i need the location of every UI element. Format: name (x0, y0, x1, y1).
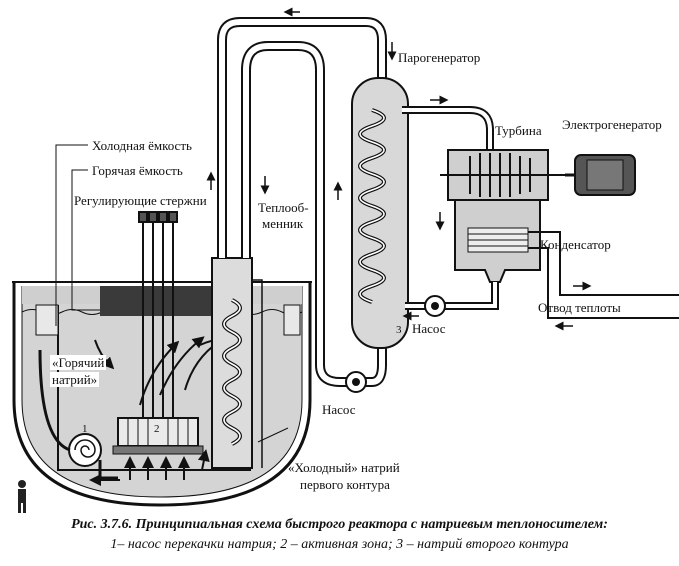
label-control-rods: Регулирующие стержни (74, 193, 207, 208)
label-heat-removal: Отвод теплоты (538, 300, 621, 315)
operator-figure (18, 480, 26, 513)
label-heat-exchanger-1: Теплооб- (258, 200, 309, 215)
label-cold-sodium-1: «Холодный» натрий (288, 460, 400, 475)
label-hot-tank: Горячая ёмкость (92, 163, 183, 178)
leader-lines (55, 144, 289, 443)
flow-arrows (206, 7, 592, 331)
feedwater-pump (424, 295, 446, 317)
label-pump-bottom: Насос (322, 402, 356, 417)
label-condenser: Конденсатор (540, 237, 611, 252)
marker-secondary-sodium: 3 (396, 324, 402, 336)
intermediate-heat-exchanger (211, 257, 263, 469)
marker-pump: 1 (82, 423, 88, 435)
steam-generator (351, 77, 409, 349)
steam-line (402, 106, 494, 150)
secondary-pump (345, 371, 367, 393)
label-heat-exchanger-2: менник (262, 216, 304, 231)
label-cold-sodium-2: первого контура (300, 477, 390, 492)
electric-generator (565, 154, 636, 196)
label-hot-sodium-2: натрий» (50, 372, 100, 387)
condenser (454, 199, 541, 283)
label-pump-right: Насос (412, 321, 446, 336)
turbine (440, 149, 575, 201)
label-cold-tank: Холодная ёмкость (92, 138, 192, 153)
sodium-pump-1 (38, 349, 118, 480)
marker-core: 2 (154, 423, 160, 435)
active-core (112, 417, 204, 455)
feedwater-line (405, 282, 499, 310)
label-hot-sodium-1: «Горячий (50, 355, 107, 370)
label-turbine: Турбина (495, 123, 542, 138)
secondary-loop-piping (217, 17, 387, 387)
upper-sodium-layer (100, 286, 212, 316)
core-flow-arrows (89, 333, 238, 486)
figure-caption-legend: 1– насос перекачки натрия; 2 – активная … (110, 537, 569, 552)
label-steam-generator: Парогенератор (398, 50, 481, 65)
label-electric-generator: Электрогенератор (562, 117, 662, 132)
heat-removal-lines (528, 231, 679, 319)
figure-caption-title: Рис. 3.7.6. Принципиальная схема быстрог… (71, 517, 608, 532)
